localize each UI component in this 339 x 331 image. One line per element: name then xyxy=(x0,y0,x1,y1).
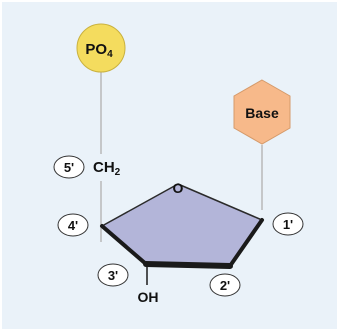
base-label: Base xyxy=(245,105,279,121)
ring-left-edge xyxy=(100,224,148,266)
svg-text:5': 5' xyxy=(64,160,74,175)
hydroxyl-label: OH xyxy=(138,289,159,305)
ch2-label: CH2 xyxy=(93,159,121,178)
svg-text:1': 1' xyxy=(283,217,293,232)
carbon-label-4: 4' xyxy=(57,213,89,237)
carbon-label-2: 2' xyxy=(209,273,241,297)
ring-right-edge xyxy=(228,218,264,268)
svg-text:4': 4' xyxy=(68,218,78,233)
ring-oxygen-label: O xyxy=(173,180,184,196)
base-hexagon xyxy=(233,79,291,145)
carbon-label-5: 5' xyxy=(53,155,85,179)
svg-text:2': 2' xyxy=(220,278,230,293)
phosphate-circle xyxy=(76,23,126,73)
phosphate-label: PO4 xyxy=(85,41,113,60)
carbon-label-3: 3' xyxy=(97,263,129,287)
ring-front-edge xyxy=(143,261,233,269)
svg-text:3': 3' xyxy=(108,268,118,283)
carbon-label-1: 1' xyxy=(272,212,304,236)
